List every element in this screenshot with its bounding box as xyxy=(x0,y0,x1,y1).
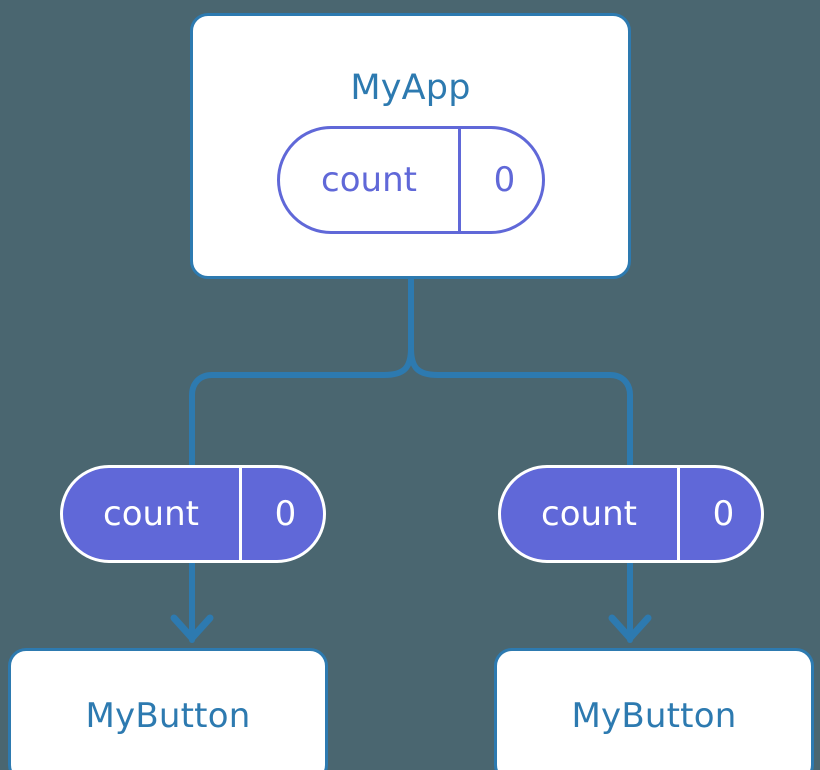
mybutton-left-title: MyButton xyxy=(85,695,251,736)
prop-pill-left-key: count xyxy=(103,494,199,534)
arrow-head-right-icon xyxy=(608,614,652,642)
state-pill-myapp-value: 0 xyxy=(458,129,548,231)
component-myapp[interactable]: MyApp xyxy=(190,13,631,279)
component-mybutton-left[interactable]: MyButton xyxy=(8,648,328,770)
prop-pill-left-value: 0 xyxy=(239,468,329,560)
prop-pill-right-value: 0 xyxy=(677,468,767,560)
mybutton-right-title: MyButton xyxy=(571,695,737,736)
component-mybutton-right[interactable]: MyButton xyxy=(494,648,814,770)
arrow-head-left-icon xyxy=(170,614,214,642)
trunk-and-split-path xyxy=(189,276,414,469)
split-right-path xyxy=(408,345,633,469)
prop-pill-right[interactable]: count 0 xyxy=(498,465,764,563)
prop-pill-left[interactable]: count 0 xyxy=(60,465,326,563)
myapp-title: MyApp xyxy=(350,68,471,108)
state-pill-myapp-key: count xyxy=(321,160,417,200)
state-pill-myapp[interactable]: count 0 xyxy=(277,126,545,234)
prop-pill-right-key: count xyxy=(541,494,637,534)
